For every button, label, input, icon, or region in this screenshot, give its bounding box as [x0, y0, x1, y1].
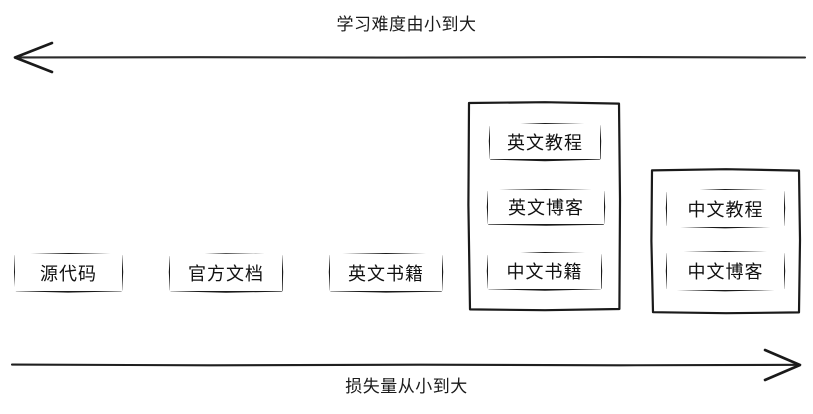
node-label: 中文书籍: [506, 262, 583, 283]
node-chinese-books[interactable]: 中文书籍: [488, 253, 601, 289]
node-label: 英文书籍: [348, 263, 424, 285]
top-arrow-line: [18, 55, 807, 59]
node-label: 英文博客: [508, 198, 584, 219]
node-label: 源代码: [40, 263, 97, 285]
top-axis-label: 学习难度由小到大: [336, 15, 477, 35]
node-english-blogs[interactable]: 英文博客: [488, 190, 604, 224]
node-label: 英文教程: [507, 132, 583, 154]
node-source-code[interactable]: 源代码: [15, 254, 122, 291]
node-label: 官方文档: [188, 263, 264, 285]
node-english-books[interactable]: 英文书籍: [330, 254, 442, 291]
top-arrow-head: [13, 41, 54, 74]
node-chinese-blogs[interactable]: 中文博客: [667, 252, 784, 290]
node-chinese-tutorials[interactable]: 中文教程: [667, 190, 784, 227]
node-english-tutorials[interactable]: 英文教程: [490, 124, 600, 159]
node-label: 中文博客: [687, 262, 764, 283]
node-official-docs[interactable]: 官方文档: [170, 254, 282, 291]
bottom-axis-label: 损失量从小到大: [345, 377, 468, 397]
bottom-arrow-line: [10, 363, 800, 367]
node-label: 中文教程: [687, 199, 764, 221]
